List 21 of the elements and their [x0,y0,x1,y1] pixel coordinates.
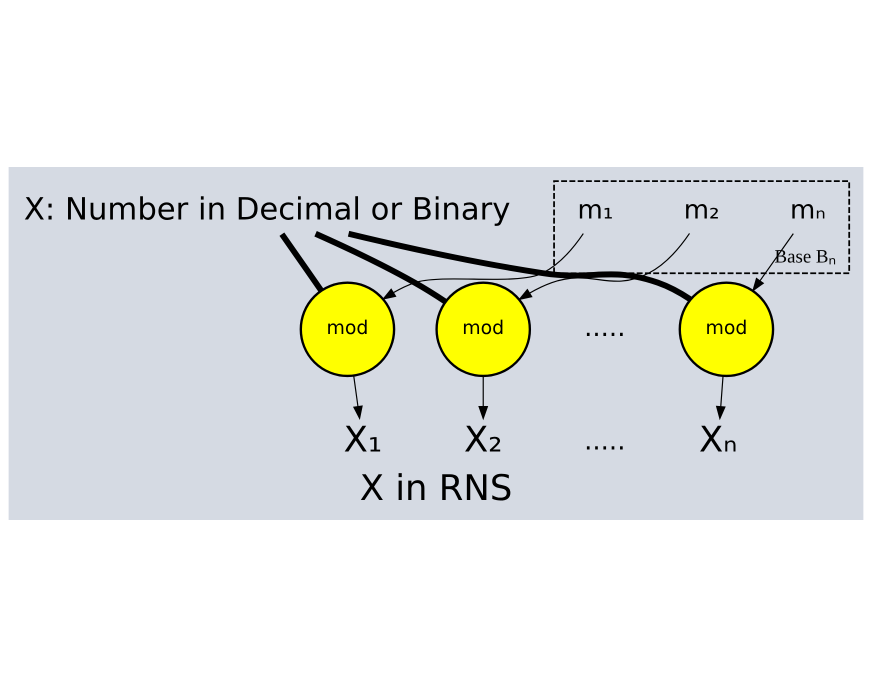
node-circle: mod [678,282,774,378]
node-text: m₁ [578,195,614,226]
arrow [478,376,488,420]
node-text: X₂ [464,420,502,461]
connector [348,230,692,302]
node-circle: mod [435,282,532,378]
node-text: X: Number in Decimal or Binary [24,192,510,228]
arrow [518,233,690,300]
node-text: mₙ [790,195,826,226]
node-text: X₁ [344,420,382,461]
caption: X in RNS [360,468,512,509]
arrow [382,233,584,300]
arrow [752,233,794,292]
arrow [352,376,363,420]
node-text: Xₙ [698,420,738,461]
label: ..... [584,312,626,343]
label: ..... [584,426,626,456]
arrow [716,376,726,420]
connector [279,232,324,292]
connector [314,231,448,304]
node-text: m₂ [684,195,720,226]
